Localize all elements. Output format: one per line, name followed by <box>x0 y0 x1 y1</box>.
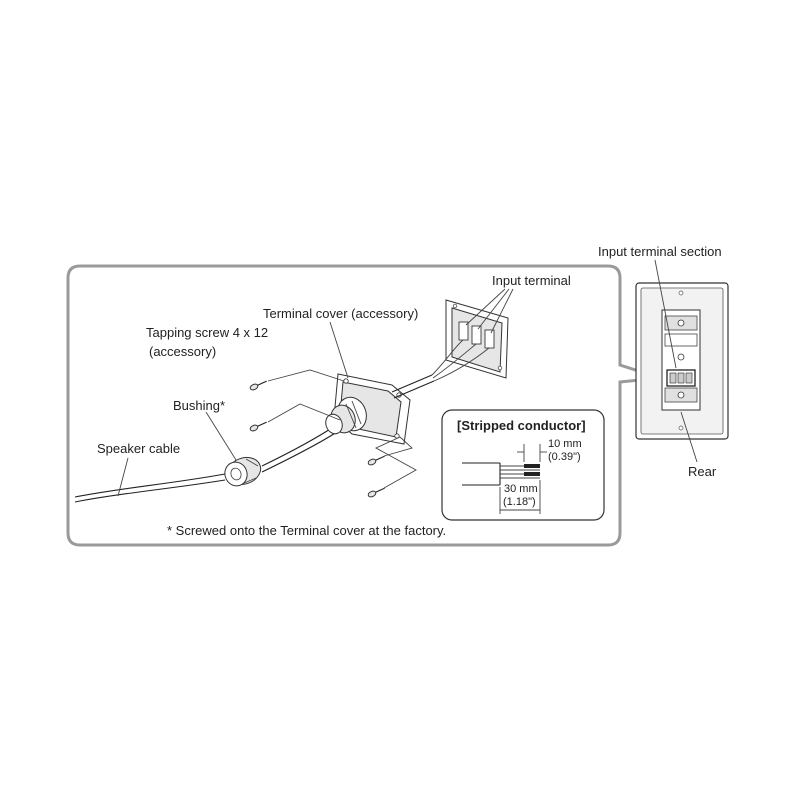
stripped-conductor-inset <box>441 409 605 521</box>
label-bushing: Bushing* <box>173 398 225 413</box>
label-input-terminal: Input terminal <box>492 273 571 288</box>
speaker-rear-view <box>635 282 729 440</box>
dim-10mm: 10 mm <box>548 438 582 450</box>
screw-guide-lines <box>267 369 417 489</box>
detail-frame <box>66 264 661 547</box>
label-rear: Rear <box>688 464 717 479</box>
footnote: * Screwed onto the Terminal cover at the… <box>167 523 446 538</box>
label-tapping-screw: Tapping screw 4 x 12 <box>146 325 268 340</box>
tapping-screws <box>249 380 385 498</box>
dim-10mm-inch: (0.39") <box>548 451 581 463</box>
input-terminal-part <box>431 299 509 382</box>
label-tapping-screw-accessory: (accessory) <box>149 344 216 359</box>
speaker-cable <box>74 423 341 503</box>
bushing-part <box>224 456 262 487</box>
label-terminal-cover: Terminal cover (accessory) <box>263 306 418 321</box>
terminal-cover-part <box>325 373 435 445</box>
label-speaker-cable: Speaker cable <box>97 441 180 456</box>
dim-30mm: 30 mm <box>504 483 538 495</box>
dim-30mm-inch: (1.18") <box>503 496 536 508</box>
stripped-conductor-title: [Stripped conductor] <box>457 418 586 433</box>
label-input-terminal-section: Input terminal section <box>598 244 722 259</box>
